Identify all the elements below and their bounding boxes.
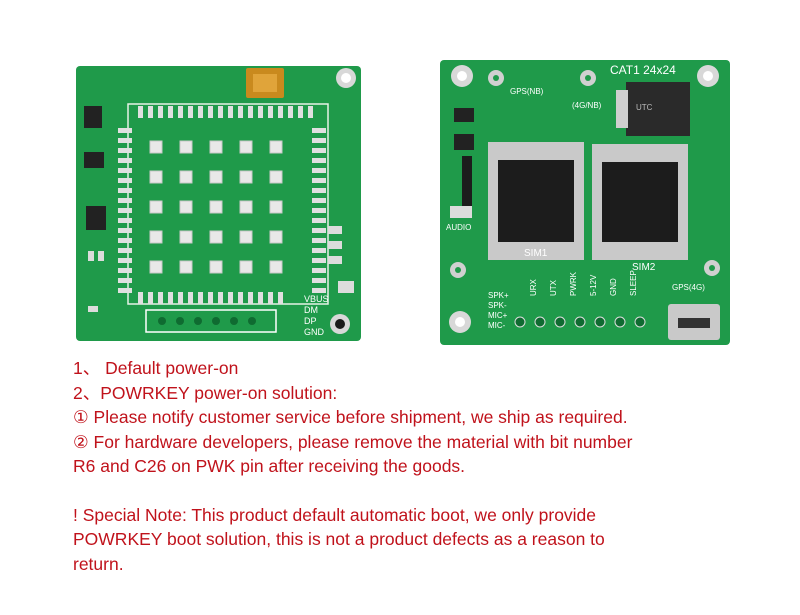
- note-line-7: POWRKEY boot solution, this is not a pro…: [73, 529, 605, 549]
- edge-pads-left: [118, 128, 132, 293]
- silk-dp: DP: [304, 316, 317, 326]
- silk-pin-pwrk: PWRK: [569, 271, 578, 296]
- note-line-1: 1、 Default power-on: [73, 358, 239, 378]
- silk-dm: DM: [304, 305, 318, 315]
- silk-gnd: GND: [304, 327, 325, 337]
- silk-title: CAT1 24x24: [610, 63, 676, 77]
- silk-gsm: (4G/NB): [572, 101, 602, 110]
- edge-pads-right: [312, 128, 326, 293]
- silk-audio: AUDIO: [446, 223, 471, 232]
- left-pcb-photo: VBUS DM DP GND: [76, 66, 361, 341]
- silk-gps4g: GPS(4G): [672, 283, 705, 292]
- silk-gps: GPS(NB): [510, 87, 544, 96]
- silk-spk-p: SPK+: [488, 291, 509, 300]
- pad-grid: [149, 140, 283, 274]
- notes-block: 1、 Default power-on 2、POWRKEY power-on s…: [73, 356, 773, 576]
- ic-chip: [86, 206, 106, 230]
- voltage-regulator: [626, 82, 690, 136]
- silk-mic-p: MIC+: [488, 311, 508, 320]
- silk-utc: UTC: [636, 103, 653, 112]
- note-line-3: ① Please notify customer service before …: [73, 407, 628, 427]
- silk-sim1: SIM1: [524, 248, 548, 259]
- right-pcb-photo: CAT1 24x24 GPS(NB) (4G/NB) UTC AUDIO SIM…: [440, 60, 730, 345]
- silk-pin-utx: UTX: [549, 279, 558, 296]
- note-line-5: R6 and C26 on PWK pin after receiving th…: [73, 456, 466, 476]
- silk-pin-gnd: GND: [609, 278, 618, 296]
- silk-pin-sleep: SLEEP: [629, 270, 638, 296]
- silk-sim2: SIM2: [632, 262, 656, 273]
- side-connector: [462, 156, 472, 216]
- ic-chip: [84, 152, 104, 168]
- note-line-8: return.: [73, 553, 124, 574]
- pin-header: [145, 309, 277, 333]
- silk-vbus: VBUS: [304, 294, 329, 304]
- note-line-2: 2、POWRKEY power-on solution:: [73, 382, 338, 403]
- note-line-4: ② For hardware developers, please remove…: [73, 431, 633, 452]
- silk-pin-5-12v: 5-12V: [589, 274, 598, 296]
- silk-mic-n: MIC-: [488, 321, 506, 330]
- ic-chip: [84, 106, 102, 128]
- note-line-6: ! Special Note: This product default aut…: [73, 504, 597, 525]
- edge-pads-bottom: [138, 292, 283, 304]
- silk-pin-urx: URX: [529, 278, 538, 296]
- silk-spk-n: SPK-: [488, 301, 507, 310]
- spacer: [73, 479, 773, 503]
- edge-pads-top: [138, 106, 313, 118]
